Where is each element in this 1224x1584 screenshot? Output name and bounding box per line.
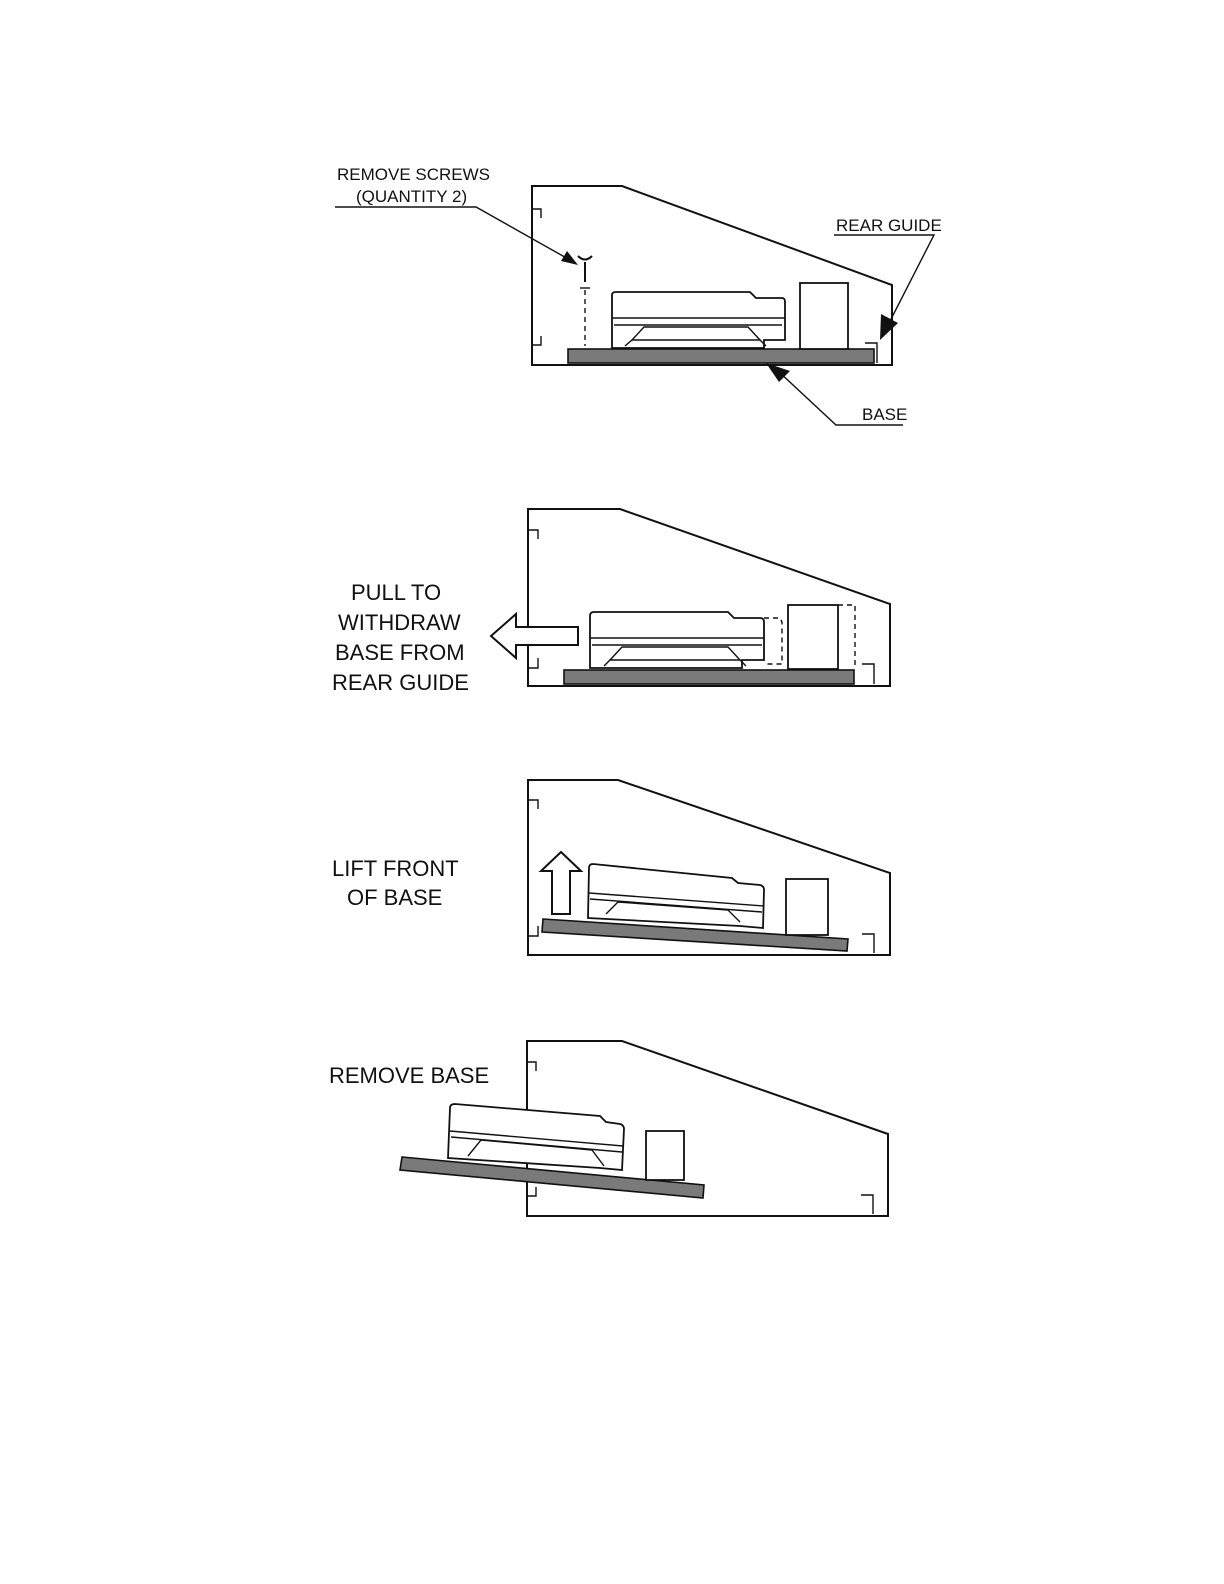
previous-position-outline [764,618,782,664]
callout-quantity: (QUANTITY 2) [356,187,467,206]
step-3-panel: LIFT FRONT OF BASE [332,780,890,955]
leader-arrowhead [880,314,898,340]
callout-leader-screws [335,207,570,260]
instruction-text: REMOVE BASE [329,1063,489,1088]
callout-underline-rear-guide [834,235,934,325]
front-corner-bracket [528,530,538,539]
drive-unit [612,292,785,348]
power-supply-block [788,605,838,669]
drive-unit [588,864,764,928]
svg-text:REAR GUIDE: REAR GUIDE [332,670,469,695]
step-2-panel: PULL TO WITHDRAW BASE FROM REAR GUIDE [332,509,890,695]
instruction-text: LIFT FRONT OF BASE [332,856,459,910]
rear-guide [862,934,874,953]
front-corner-bracket [528,800,538,809]
front-corner-bracket [532,209,541,218]
step-1-panel: REMOVE SCREWS (QUANTITY 2) REAR GUIDE BA… [335,165,942,425]
callout-base: BASE [862,405,907,424]
front-corner-bracket [532,336,541,345]
front-corner-bracket [528,926,538,936]
callout-remove-screws: REMOVE SCREWS [337,165,490,184]
svg-text:PULL TO: PULL TO [351,580,441,605]
drive-unit [590,612,764,668]
front-corner-bracket [527,1062,536,1071]
power-supply-block [646,1131,684,1180]
step-4-panel: REMOVE BASE [329,1041,888,1216]
rear-guide [862,664,874,684]
svg-text:LIFT FRONT: LIFT FRONT [332,856,459,881]
svg-text:WITHDRAW: WITHDRAW [338,610,461,635]
callout-rear-guide: REAR GUIDE [836,216,942,235]
drive-unit [448,1104,624,1170]
rear-guide [861,1195,873,1214]
leader-arrowhead [561,251,578,265]
svg-text:OF BASE: OF BASE [347,885,442,910]
instruction-text: PULL TO WITHDRAW BASE FROM REAR GUIDE [332,580,469,695]
base-plate [568,349,874,363]
front-corner-bracket [528,658,538,668]
screw-icon [578,256,592,346]
up-arrow-icon [541,852,581,914]
previous-position-outline [838,605,855,668]
left-arrow-icon [491,614,578,658]
base-plate [564,670,854,684]
front-corner-bracket [527,1187,536,1196]
power-supply-block [800,283,848,349]
power-supply-block [786,879,828,935]
svg-text:BASE FROM: BASE FROM [335,640,465,665]
